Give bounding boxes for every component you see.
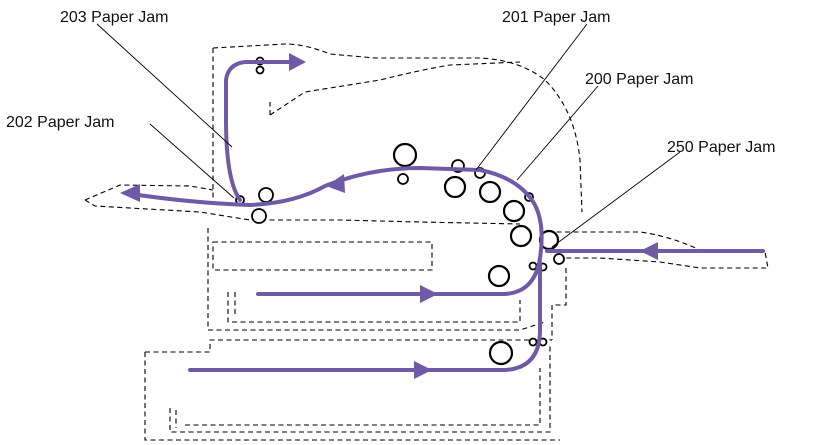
roller: [478, 180, 502, 204]
roller: [392, 142, 418, 168]
roller: [251, 208, 267, 224]
label-203-paper-jam: 203 Paper Jam: [60, 9, 169, 26]
roller: [553, 253, 565, 265]
roller: [255, 65, 265, 75]
top-exit-arrow: [289, 53, 306, 71]
path-arrow: [326, 174, 345, 193]
lower-paper-path: [188, 260, 542, 372]
label-201-paper-jam: 201 Paper Jam: [502, 9, 611, 26]
arrowheads: [120, 53, 658, 379]
exit-left-arrow: [120, 184, 140, 202]
roller: [443, 175, 467, 199]
roller: [502, 199, 526, 223]
label-202-paper-jam: 202 Paper Jam: [6, 114, 115, 131]
leader-202: [149, 123, 235, 199]
upper-tray-arrow: [420, 285, 438, 303]
top-exit-paper-path: [224, 60, 292, 202]
label-250-paper-jam: 250 Paper Jam: [667, 139, 776, 156]
leader-203: [96, 23, 233, 148]
roller: [528, 261, 538, 271]
printer-outline: [84, 43, 769, 441]
roller: [397, 173, 409, 185]
roller: [509, 224, 533, 248]
inlet-arrow: [640, 242, 658, 260]
label-200-paper-jam: 200 Paper Jam: [585, 71, 694, 88]
paper-path: [123, 60, 765, 372]
leader-200: [516, 85, 599, 181]
rollers: [235, 56, 565, 366]
leader-250: [551, 151, 681, 248]
lower-tray-arrow: [414, 361, 432, 379]
leader-201: [475, 23, 588, 171]
roller: [488, 340, 514, 366]
roller: [528, 337, 538, 347]
leader-lines: [96, 23, 681, 248]
main-paper-path: [123, 166, 544, 296]
roller: [258, 187, 274, 203]
roller: [487, 264, 511, 288]
